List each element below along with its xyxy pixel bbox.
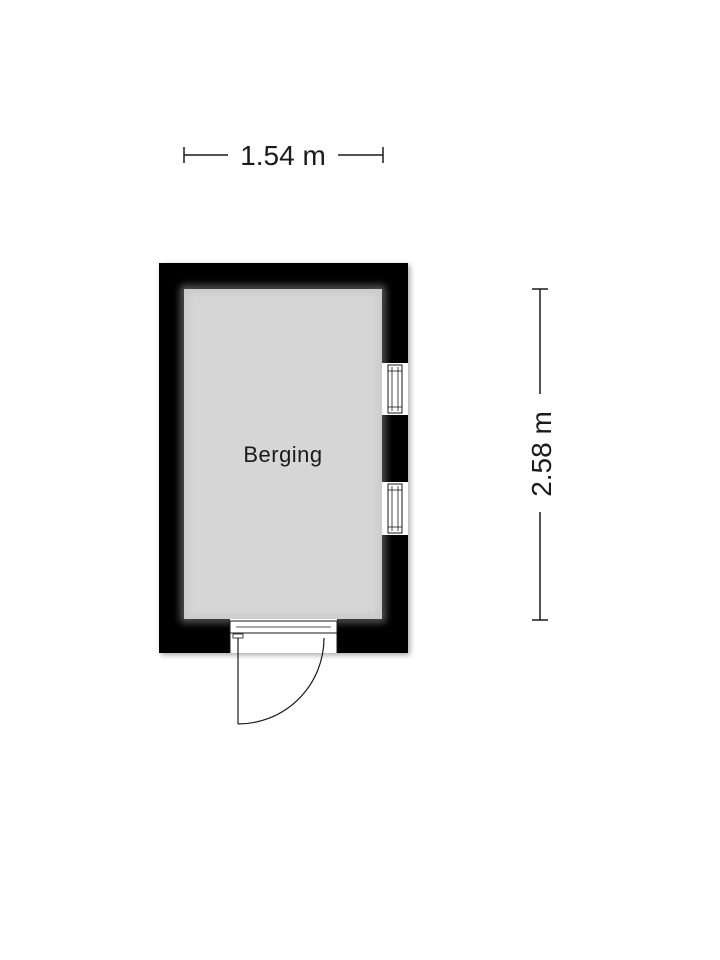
depth-dimension-label: 2.58 m bbox=[526, 411, 557, 497]
window-lower-frame bbox=[387, 483, 403, 534]
window-upper bbox=[382, 363, 408, 415]
window-upper-opening bbox=[382, 363, 408, 415]
room-floor bbox=[184, 289, 382, 619]
depth-dimension: 2.58 m bbox=[526, 288, 557, 621]
width-dimension-label: 1.54 m bbox=[240, 140, 326, 171]
door-swing-arc bbox=[237, 637, 325, 725]
door bbox=[229, 619, 338, 725]
room-name-label: Berging bbox=[243, 442, 322, 467]
door-opening bbox=[230, 619, 337, 653]
width-dimension: 1.54 m bbox=[183, 140, 384, 171]
window-upper-frame bbox=[387, 364, 403, 414]
window-lower bbox=[382, 482, 408, 535]
door-frame-top bbox=[229, 620, 338, 634]
window-lower-opening bbox=[382, 482, 408, 535]
